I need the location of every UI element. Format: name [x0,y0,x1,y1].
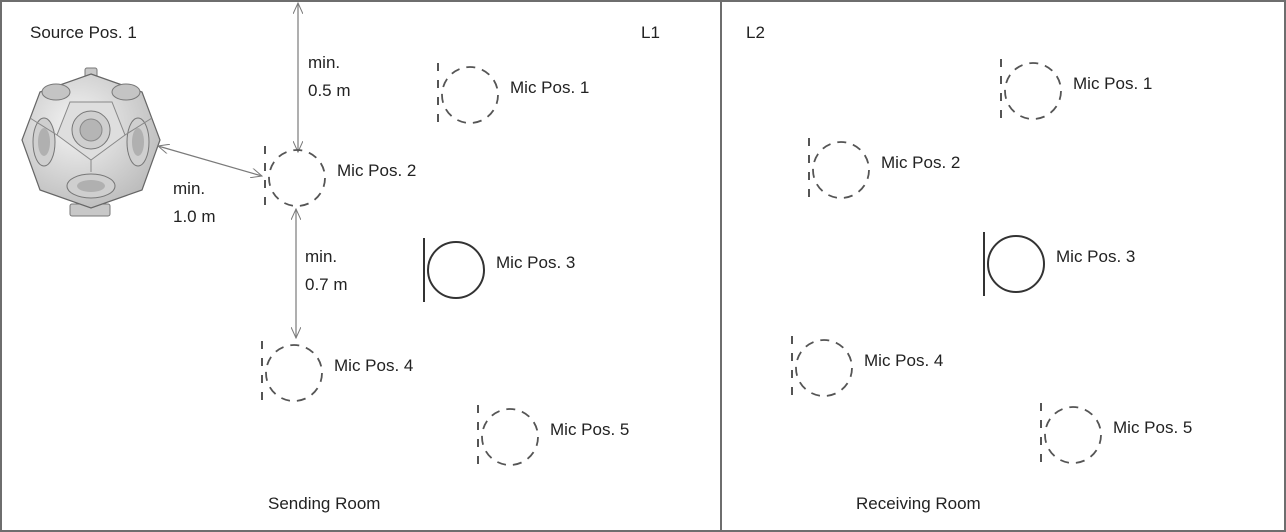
mic-label: Mic Pos. 3 [1056,247,1135,266]
ceiling-distance-label-line1: min. [308,53,340,72]
dodecahedron-speaker-icon [21,67,161,217]
source-distance-label-line2: 1.0 m [173,207,216,226]
sending-room-title: Sending Room [268,494,380,513]
mic-label: Mic Pos. 5 [1113,418,1192,437]
sending-room-level-label: L1 [641,23,660,42]
sending-mic-1: Mic Pos. 1 [437,63,589,127]
mic-label: Mic Pos. 2 [337,161,416,180]
mic-circle-icon [265,344,323,402]
mic-circle-icon [1044,406,1102,464]
mic-distance-label-line2: 0.7 m [305,275,348,294]
receiving-room-title: Receiving Room [856,494,981,513]
mic-label: Mic Pos. 1 [510,78,589,97]
source-position-label: Source Pos. 1 [30,23,137,42]
mic-label: Mic Pos. 3 [496,253,575,272]
sending-mic-2: Mic Pos. 2 [264,146,416,210]
sending-mic-4: Mic Pos. 4 [261,341,413,405]
receiving-room-frame [720,0,1286,532]
mic-label: Mic Pos. 1 [1073,74,1152,93]
source-distance-arrow [158,146,262,176]
receiving-mic-4: Mic Pos. 4 [791,336,943,400]
mic-label: Mic Pos. 4 [334,356,413,375]
receiving-mic-2: Mic Pos. 2 [808,138,960,202]
receiving-mic-5: Mic Pos. 5 [1040,403,1192,467]
receiving-room-level-label: L2 [746,23,765,42]
mic-circle-icon [987,235,1045,293]
sending-room-microphones: Mic Pos. 1 Mic Pos. 2 Mic Pos. 3 Mic Pos. 4… [261,63,629,469]
mic-circle-icon [481,408,539,466]
mic-circle-icon [268,149,326,207]
sending-mic-5: Mic Pos. 5 [477,405,629,469]
sending-mic-3: Mic Pos. 3 [423,238,575,302]
receiving-room-microphones: Mic Pos. 1 Mic Pos. 2 Mic Pos. 3 Mic Pos. 4… [791,59,1192,467]
ceiling-distance-label-line2: 0.5 m [308,81,351,100]
mic-circle-icon [812,141,870,199]
mic-circle-icon [795,339,853,397]
mic-label: Mic Pos. 4 [864,351,943,370]
receiving-mic-3: Mic Pos. 3 [983,232,1135,296]
mic-label: Mic Pos. 5 [550,420,629,439]
mic-label: Mic Pos. 2 [881,153,960,172]
mic-circle-icon [441,66,499,124]
mic-distance-label-line1: min. [305,247,337,266]
mic-circle-icon [427,241,485,299]
receiving-mic-1: Mic Pos. 1 [1000,59,1152,123]
mic-circle-icon [1004,62,1062,120]
source-distance-label-line1: min. [173,179,205,198]
